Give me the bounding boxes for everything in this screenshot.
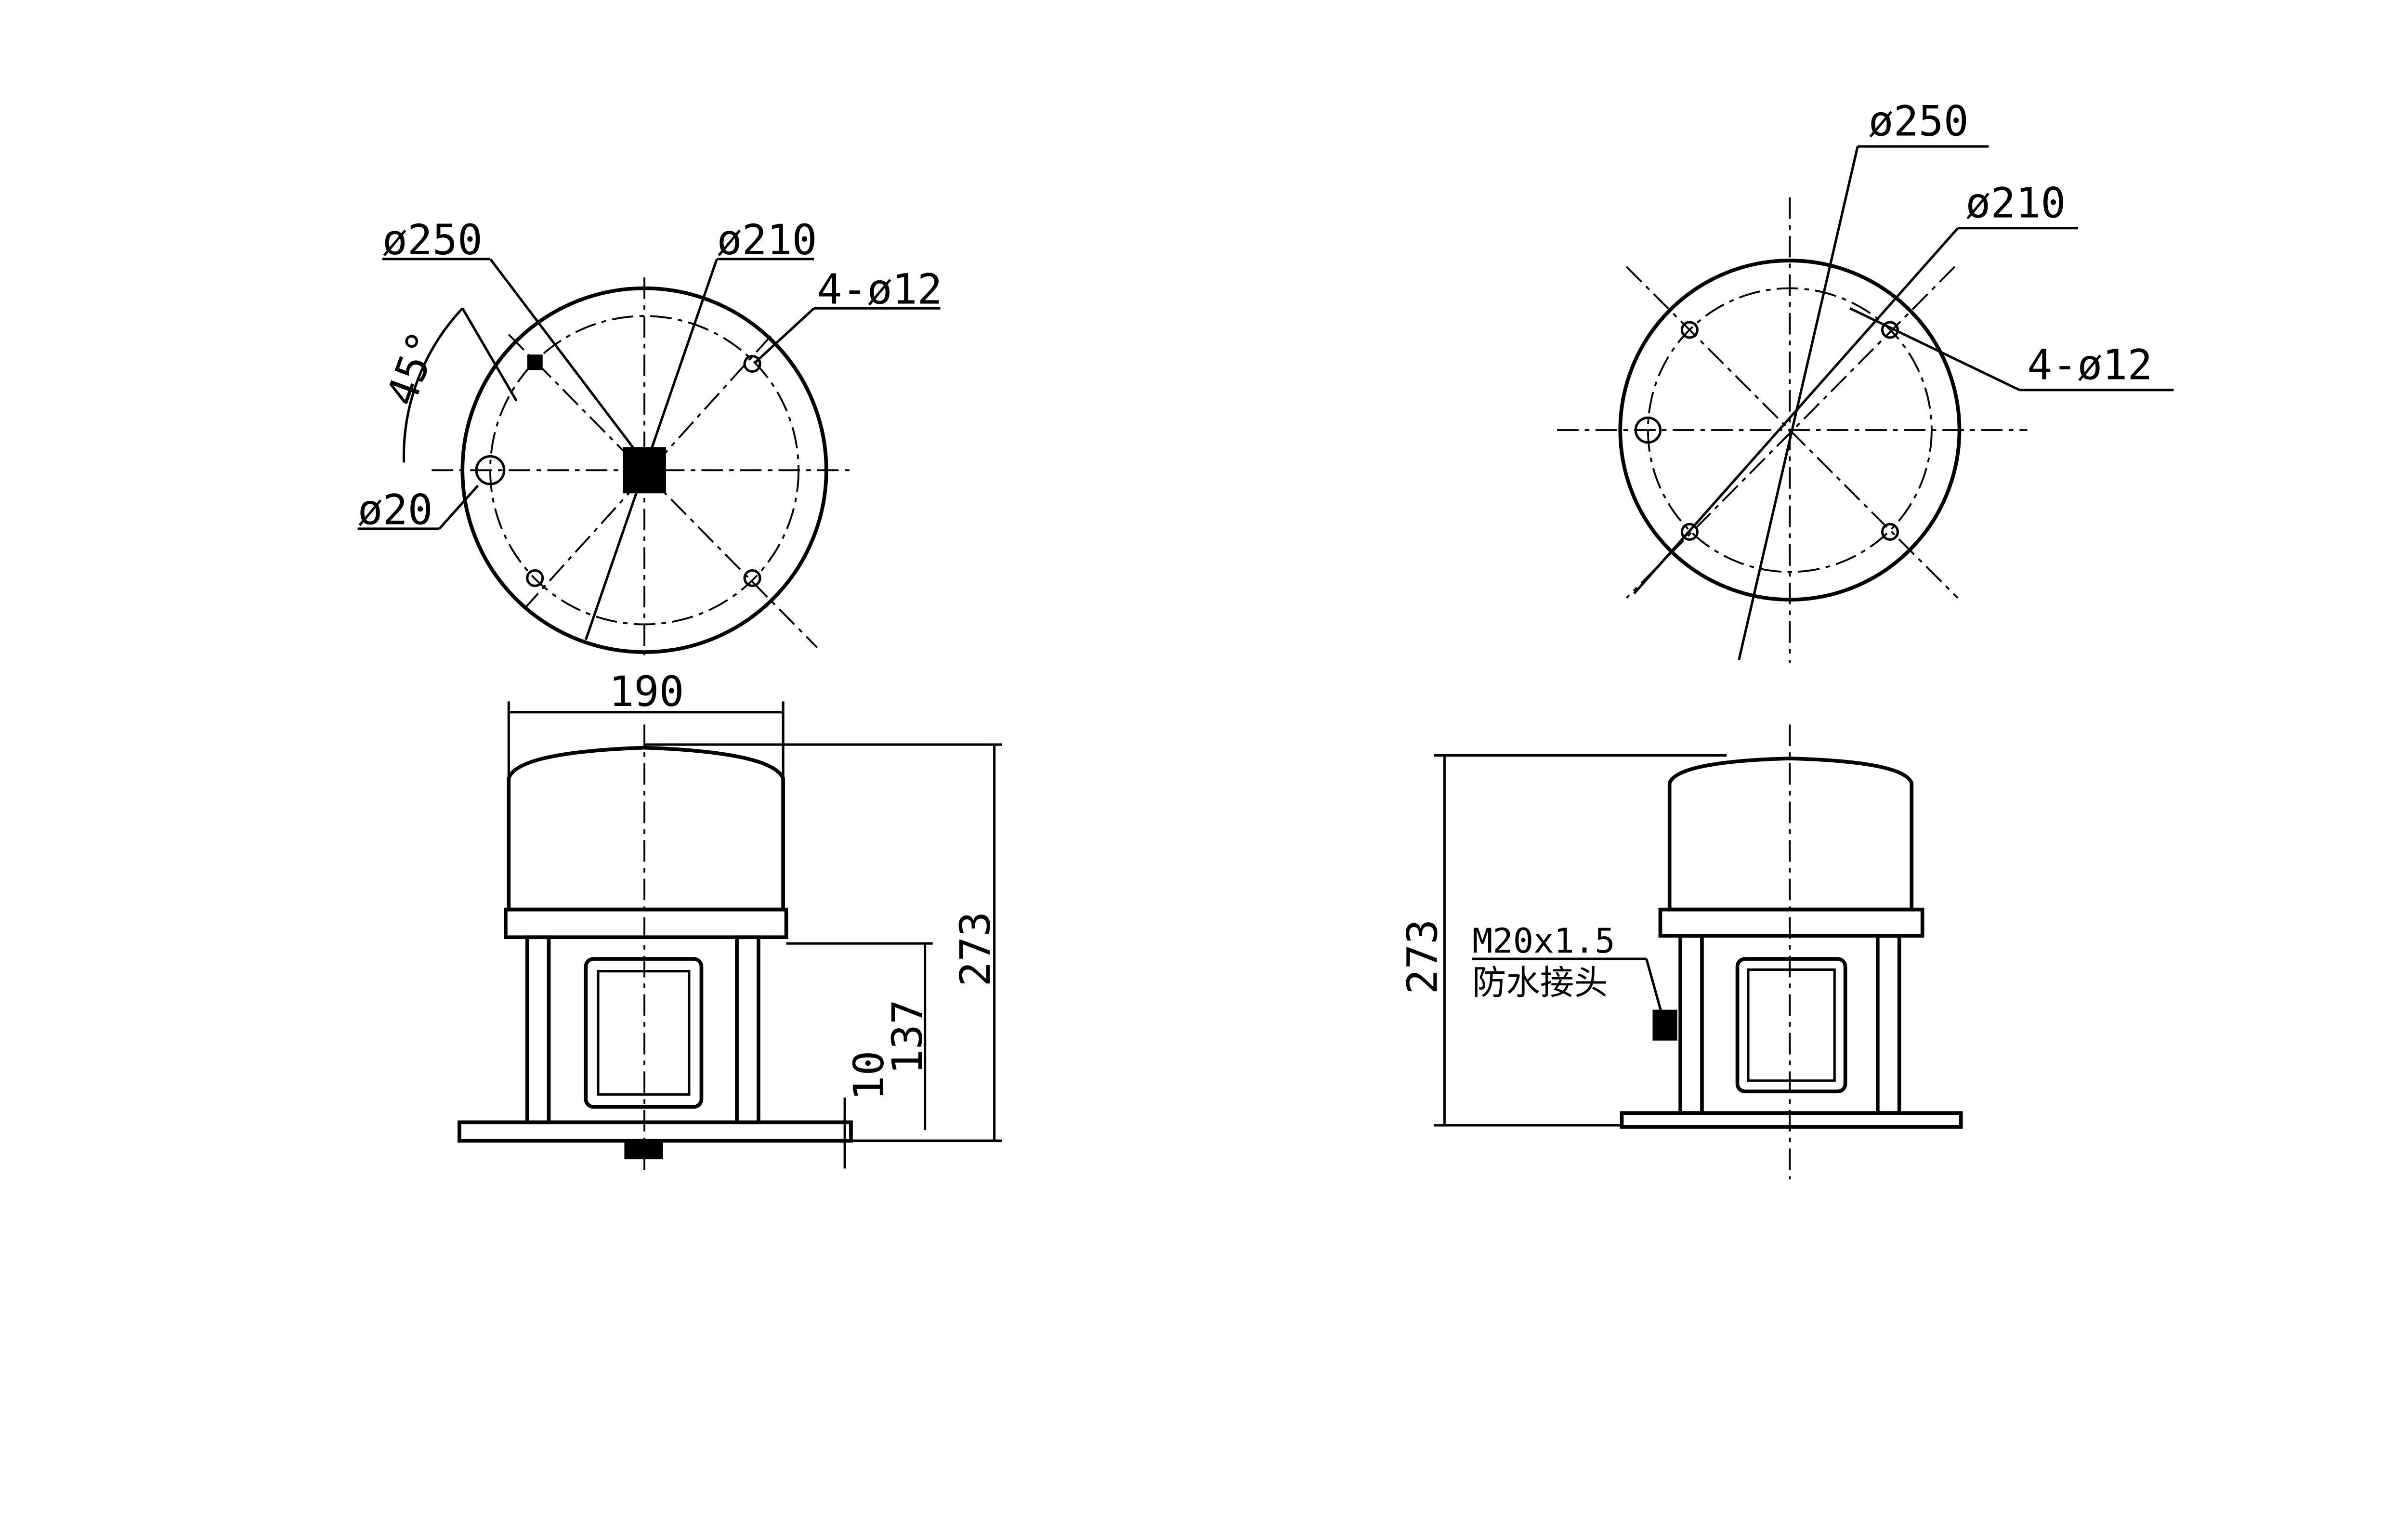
window — [1735, 957, 1847, 1094]
label-outer-diameter: ø250 — [382, 216, 483, 264]
mount-hole — [1680, 523, 1699, 541]
mount-hole — [526, 569, 544, 587]
left-top-view: ø250 ø210 4-ø12 ø20 45° — [358, 216, 942, 655]
label-outer-diameter: ø250 — [1869, 98, 1969, 146]
waterproof-connector — [1652, 1009, 1677, 1041]
flange — [1658, 907, 1924, 938]
right-top-view: ø250 ø210 4-ø12 — [1557, 98, 2174, 663]
base-plate — [458, 1120, 853, 1143]
mount-hole — [1881, 321, 1899, 339]
base-plate — [1620, 1111, 1963, 1129]
cable-hole — [1634, 416, 1662, 444]
mount-hole — [743, 569, 761, 587]
leg — [735, 935, 760, 1125]
label-cable-hole: ø20 — [358, 486, 433, 534]
label-angle: 45° — [378, 325, 448, 412]
label-bolt-circle: ø210 — [1965, 179, 2066, 227]
leg — [525, 935, 551, 1125]
dim-height: 273 — [952, 912, 1000, 987]
mount-hole — [1680, 321, 1699, 339]
left-side-view: 190 273 137 10 — [458, 668, 1002, 1172]
mount-hole — [1881, 523, 1899, 541]
label-holes: 4-ø12 — [2027, 341, 2152, 389]
lamp-dome — [1667, 757, 1914, 912]
mount-hole — [527, 354, 543, 370]
dim-height: 273 — [1399, 919, 1447, 994]
mount-hole — [743, 354, 761, 373]
label-thread: M20x1.5 — [1472, 921, 1615, 961]
flange — [504, 907, 788, 940]
dim-plate: 10 — [845, 1050, 893, 1100]
dim-width: 190 — [609, 668, 684, 716]
cable-hole — [475, 455, 506, 485]
leg — [1876, 934, 1901, 1115]
dim-base-height: 137 — [884, 999, 932, 1074]
lamp-dome — [507, 745, 785, 912]
label-holes: 4-ø12 — [817, 266, 942, 314]
label-bolt-circle: ø210 — [717, 216, 817, 264]
right-side-view: 273 M20x1.5 防水接头 — [1399, 724, 1963, 1179]
leg — [1678, 934, 1704, 1115]
drawing-canvas: ø250 ø210 4-ø12 ø20 45° 190 273 137 10 — [358, 98, 2174, 1179]
label-connector: 防水接头 — [1472, 963, 1608, 1003]
